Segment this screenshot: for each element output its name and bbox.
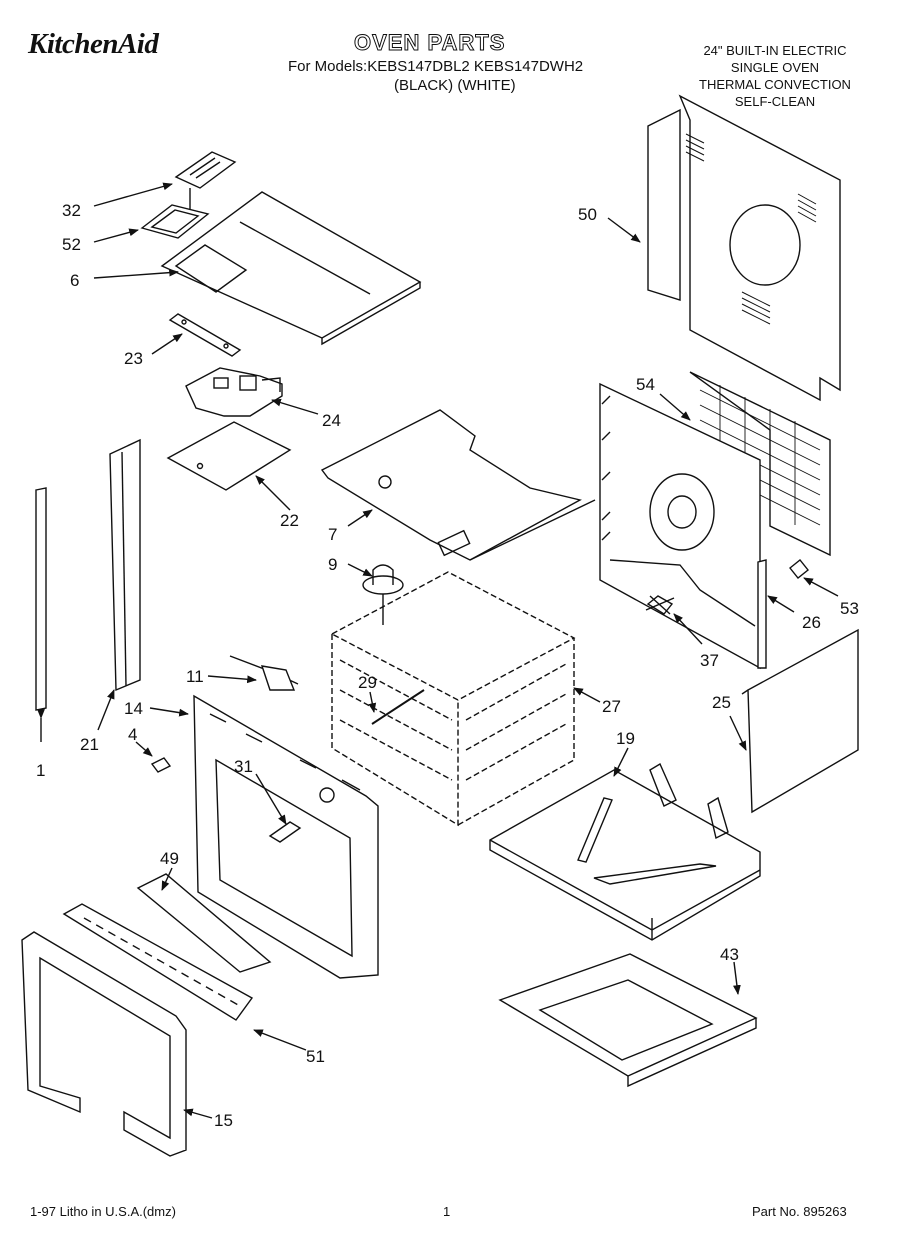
part-21-side-trim [109, 438, 141, 692]
part-43-tray [498, 953, 758, 1088]
part-27-oven-cavity [330, 571, 576, 827]
spec-line: THERMAL CONVECTION [699, 77, 851, 92]
part-51-trim [62, 903, 254, 1021]
callout-label: 6 [70, 271, 79, 290]
part-number: Part No. 895263 [752, 1204, 847, 1219]
callout-label: 29 [358, 673, 377, 692]
part-32-plate [174, 151, 237, 215]
callout-label: 11 [186, 667, 204, 686]
part-22-insulation [166, 421, 292, 491]
part-19-bottom-panel [489, 762, 761, 941]
spec-block: 24" BUILT-IN ELECTRIC SINGLE OVEN THERMA… [690, 42, 860, 110]
part-54-rear-wall [599, 371, 831, 670]
part-11-sensor [229, 655, 299, 691]
callout-label: 1 [36, 761, 45, 780]
callout-label: 49 [160, 849, 179, 868]
part-4-screw [150, 757, 172, 773]
callout-label: 27 [602, 697, 621, 716]
part-7-heat-shield [320, 409, 596, 561]
spec-line: SINGLE OVEN [730, 60, 820, 75]
callout-labels: 32 52 6 23 24 22 7 9 50 54 53 26 37 27 2… [36, 201, 859, 1130]
callout-label: 26 [802, 613, 821, 632]
callout-label: 43 [720, 945, 739, 964]
models-line: For Models:KEBS147DBL2 KEBS147DWH2 [288, 58, 584, 75]
callout-label: 32 [62, 201, 81, 220]
callout-label: 51 [306, 1047, 325, 1066]
callout-label: 21 [80, 735, 99, 754]
callout-label: 53 [840, 599, 859, 618]
callout-label: 9 [328, 555, 337, 574]
callout-label: 50 [578, 205, 597, 224]
part-49-vent [136, 873, 272, 973]
callout-label: 4 [128, 725, 137, 744]
part-6-top-panel [160, 191, 422, 346]
part-23-bracket [168, 313, 242, 357]
part-29-rod [371, 689, 425, 725]
part-26-strip [757, 559, 767, 669]
spec-line: SELF-CLEAN [734, 94, 816, 109]
part-31-pin [268, 821, 302, 843]
colors-line: (BLACK) (WHITE) [394, 77, 516, 94]
part-15-gasket [21, 931, 187, 1157]
part-9-fan-motor [362, 564, 404, 625]
callout-label: 14 [124, 699, 143, 718]
part-50-back-panel [647, 94, 841, 402]
callout-label: 24 [322, 411, 341, 430]
brand-logo: KitchenAid [28, 28, 159, 60]
callout-label: 37 [700, 651, 719, 670]
part-25-side-panel [741, 628, 859, 814]
callout-label: 23 [124, 349, 143, 368]
callout-label: 19 [616, 729, 635, 748]
callout-label: 22 [280, 511, 299, 530]
page-number: 1 [443, 1204, 451, 1219]
part-24-switch-assembly [185, 367, 283, 417]
part-52-gasket [140, 204, 210, 239]
spec-line: 24" BUILT-IN ELECTRIC [703, 43, 847, 58]
callout-label: 31 [234, 757, 253, 776]
callout-label: 15 [214, 1111, 233, 1130]
callout-label: 52 [62, 235, 81, 254]
callout-label: 7 [328, 525, 337, 544]
part-37-element [645, 595, 675, 615]
page-title: OVEN PARTS [353, 30, 506, 56]
part-53-clip [789, 559, 809, 579]
callout-arrows [37, 182, 839, 1119]
footer-litho: 1-97 Litho in U.S.A.(dmz) [30, 1204, 176, 1219]
part-1-strip [35, 487, 47, 711]
callout-label: 25 [712, 693, 731, 712]
callout-label: 54 [636, 375, 655, 394]
